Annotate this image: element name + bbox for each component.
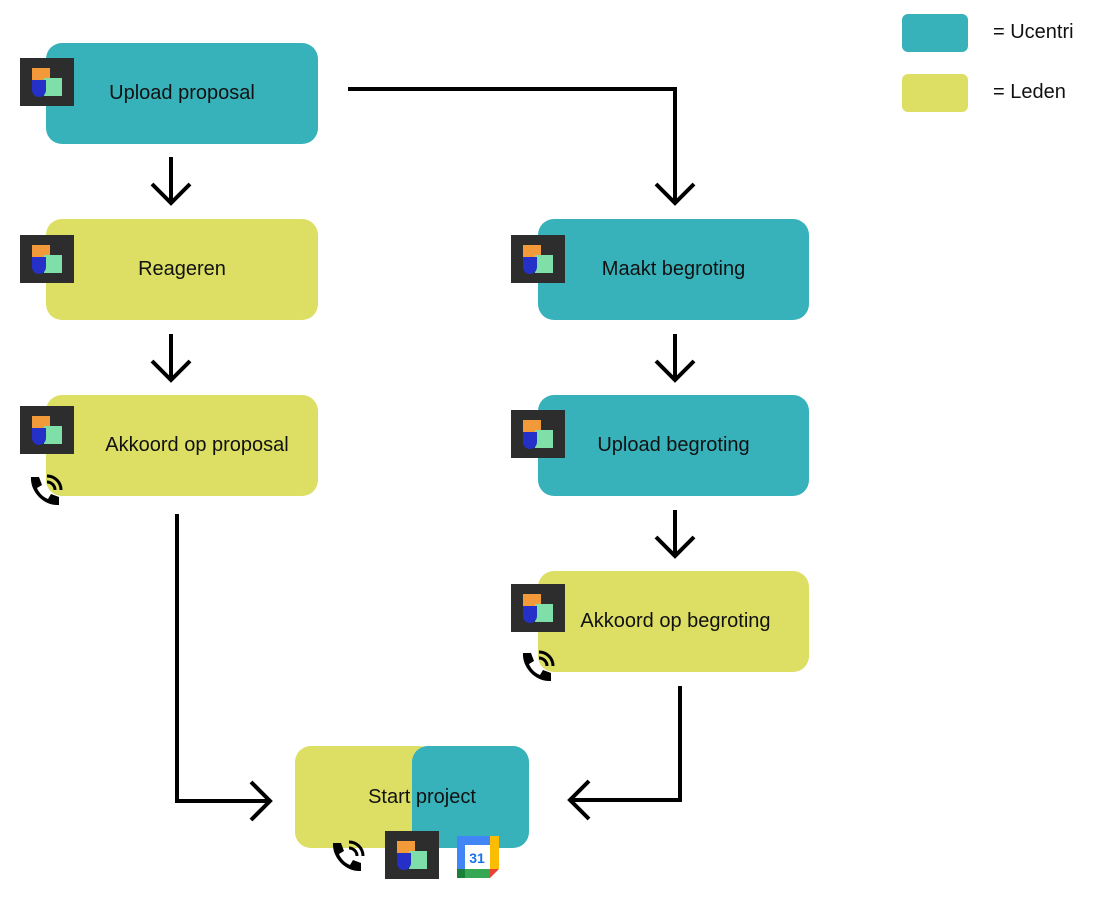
app-logo-icon [511,584,565,632]
node-label: Reageren [138,258,226,280]
arrow-down-4 [654,510,696,559]
arrow-to-maakt-begroting [348,87,696,206]
phone-call-icon [332,840,365,872]
node-akkoord-op-proposal: Akkoord op proposal [46,395,318,496]
arrow-down-1 [150,157,192,206]
arrow-right-to-start [567,686,682,821]
legend-swatch-ucentri [902,14,968,52]
arrow-left-to-start [175,514,273,822]
app-logo-icon [385,831,439,879]
node-label: Akkoord op begroting [580,610,771,632]
node-label: Start project [368,785,476,808]
app-logo-icon [511,410,565,458]
node-upload-begroting: Upload begroting [538,395,809,496]
calendar-day: 31 [469,850,485,866]
node-reageren: Reageren [46,219,318,320]
app-logo-icon [20,406,74,454]
legend-swatch-leden [902,74,968,112]
arrow-down-2 [150,334,192,383]
node-label: Upload proposal [109,82,255,104]
node-upload-proposal: Upload proposal [46,43,318,144]
legend-label-ucentri: = Ucentri [993,21,1074,43]
phone-call-icon [30,474,63,506]
phone-call-icon [522,650,555,682]
app-logo-icon [20,58,74,106]
legend-label-leden: = Leden [993,81,1066,103]
app-logo-icon [20,235,74,283]
node-akkoord-op-begroting: Akkoord op begroting [538,571,809,672]
node-maakt-begroting: Maakt begroting [538,219,809,320]
node-label: Maakt begroting [601,258,746,280]
node-label: Upload begroting [597,434,750,456]
app-logo-icon [511,235,565,283]
node-start-project: Start project [295,746,529,848]
arrow-down-3 [654,334,696,383]
node-label: Akkoord op proposal [105,434,289,456]
calendar-icon: 31 [457,836,499,878]
